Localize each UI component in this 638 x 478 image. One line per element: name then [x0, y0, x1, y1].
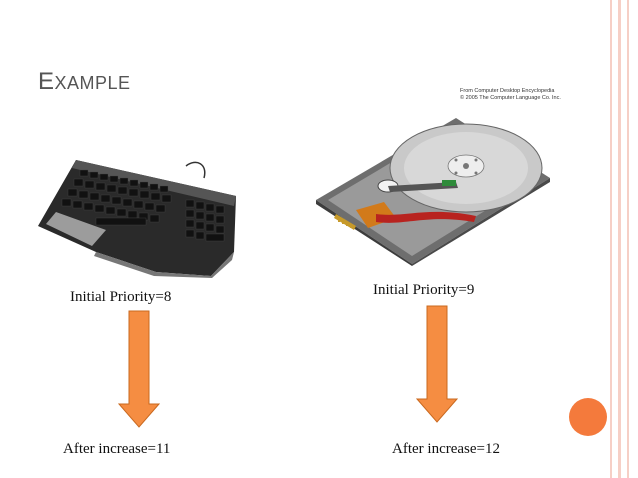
disk-down-arrow — [416, 305, 458, 423]
disk-initial-priority-label: Initial Priority=9 — [373, 282, 475, 298]
keyboard-initial-priority-label: Initial Priority=8 — [70, 289, 172, 305]
disk-after-increase-label: After increase=12 — [392, 441, 500, 457]
border-stripe-1 — [610, 0, 612, 478]
credit-line-2: © 2005 The Computer Language Co. Inc. — [460, 95, 561, 101]
keyboard-after-increase-label: After increase=11 — [63, 441, 171, 457]
keyboard-image — [38, 160, 236, 278]
keyboard-down-arrow — [118, 310, 160, 428]
credit-line-1: From Computer Desktop Encyclopedia — [460, 88, 555, 94]
slide-title: EXAMPLE — [38, 68, 131, 95]
border-stripe-2 — [618, 0, 621, 478]
hard-disk-image — [316, 118, 550, 266]
border-stripe-3 — [627, 0, 629, 478]
accent-circle — [569, 398, 607, 436]
image-credit: From Computer Desktop Encyclopedia © 200… — [460, 88, 561, 102]
